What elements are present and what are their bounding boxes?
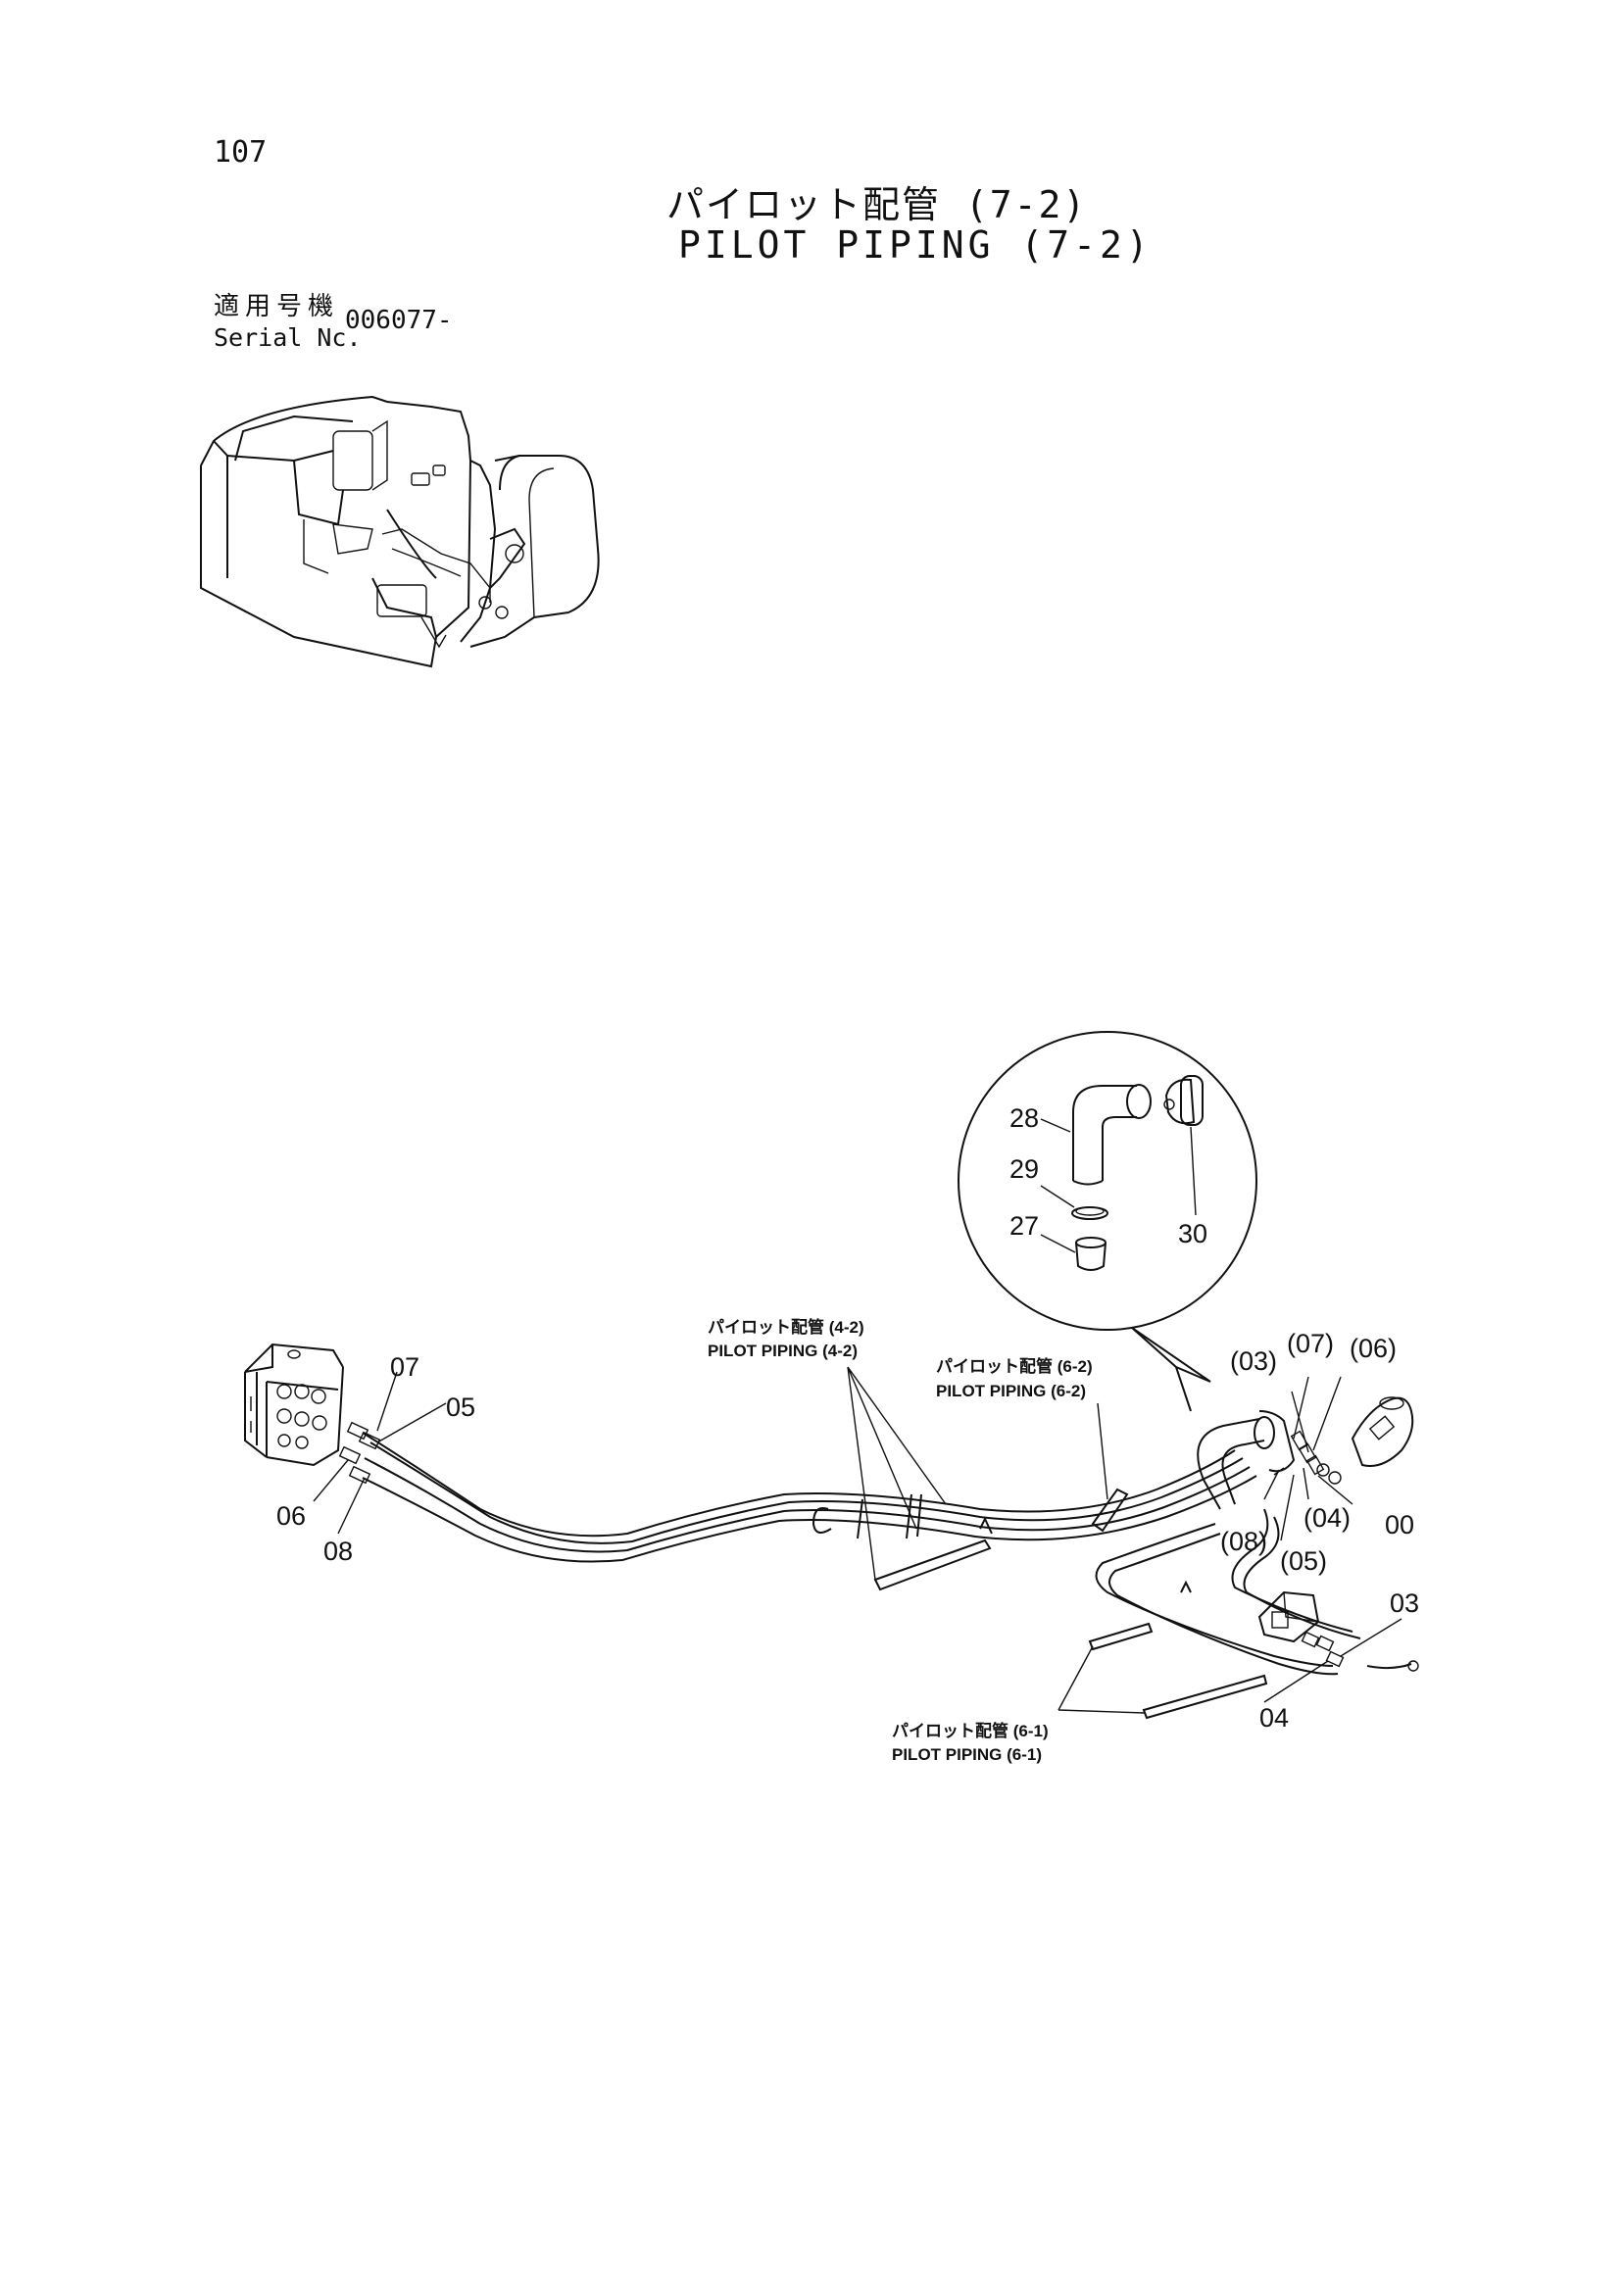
reference-4-2-en: PILOT PIPING (4-2) xyxy=(708,1342,858,1360)
callout-29: 29 xyxy=(1009,1154,1039,1184)
serial-label-japanese: 適用号機 xyxy=(214,292,340,321)
callout-00: 00 xyxy=(1385,1510,1414,1539)
callout-08-paren: (08) xyxy=(1220,1527,1267,1556)
serial-label-english: Serial Nc. xyxy=(214,323,362,352)
callout-06-paren: (06) xyxy=(1350,1334,1397,1363)
callout-27: 27 xyxy=(1009,1211,1039,1241)
title-english: PILOT PIPING (7-2) xyxy=(678,223,1153,267)
callout-07-paren: (07) xyxy=(1287,1329,1334,1358)
callout-05-paren: (05) xyxy=(1280,1546,1327,1576)
page-number: 107 xyxy=(214,135,268,170)
callout-07: 07 xyxy=(390,1352,419,1382)
title-japanese: パイロット配管 (7-2) xyxy=(666,183,1088,226)
callout-08: 08 xyxy=(323,1537,353,1566)
callout-03-paren: (03) xyxy=(1230,1346,1277,1376)
callout-leader-lines xyxy=(313,1366,1402,1714)
callout-03: 03 xyxy=(1390,1588,1419,1618)
left-control-valve xyxy=(244,1343,381,1485)
reference-6-2-jp: パイロット配管 (6-2) xyxy=(936,1356,1093,1376)
machine-overview-illustration xyxy=(200,395,600,668)
reference-6-1-jp: パイロット配管 (6-1) xyxy=(892,1721,1049,1740)
reference-6-2-en: PILOT PIPING (6-2) xyxy=(936,1382,1086,1400)
reference-6-1-en: PILOT PIPING (6-1) xyxy=(892,1745,1042,1764)
pilot-hose-bundle xyxy=(362,1432,1361,1720)
callout-05: 05 xyxy=(446,1392,475,1422)
callout-04: 04 xyxy=(1259,1703,1289,1733)
callout-06: 06 xyxy=(276,1501,306,1531)
callout-28: 28 xyxy=(1009,1103,1039,1133)
serial-number-value: 006077- xyxy=(345,306,453,335)
detail-circle-enlargement xyxy=(958,1031,1257,1412)
callout-30: 30 xyxy=(1178,1219,1207,1248)
callout-04-paren: (04) xyxy=(1303,1503,1351,1533)
reference-4-2-jp: パイロット配管 (4-2) xyxy=(708,1317,864,1337)
